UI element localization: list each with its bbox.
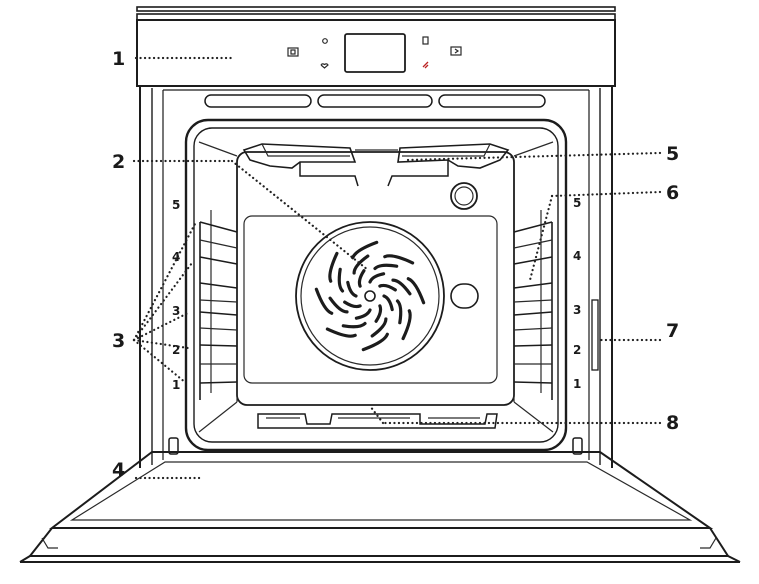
fan-sensor <box>450 283 479 309</box>
callout-5: 5 <box>666 143 679 165</box>
clock-icon <box>322 38 328 44</box>
shelf-level-right: 2 <box>573 343 581 357</box>
fan <box>295 221 479 371</box>
shelf-levels-right: 5 4 3 2 1 <box>573 196 581 391</box>
oven-door <box>19 437 741 563</box>
shelf-level-right: 1 <box>573 377 581 391</box>
callout-numbers: 1 2 3 4 5 6 7 8 <box>112 48 679 481</box>
shelf-levels-left: 5 4 3 2 1 <box>172 198 180 392</box>
fan-blade <box>314 287 334 315</box>
fan-blade <box>391 278 412 296</box>
callout-2: 2 <box>112 151 125 173</box>
fan-blade <box>378 283 397 292</box>
shelf-level-right: 5 <box>573 196 581 210</box>
shelf-level-right: 4 <box>573 249 581 263</box>
fan-blade <box>382 294 394 312</box>
fan-blade <box>373 263 399 271</box>
fan-blade <box>337 267 345 293</box>
shelf-guide-left <box>199 210 238 402</box>
display-screen <box>344 33 406 73</box>
vent-slot <box>204 94 312 108</box>
fan-blade <box>395 299 403 325</box>
upper-heating-element <box>242 143 510 187</box>
fan-blade <box>383 254 415 265</box>
door-icon <box>422 36 429 45</box>
hinge-right <box>572 437 583 455</box>
lower-heating-element <box>257 413 498 429</box>
fan-blade <box>341 321 367 329</box>
hinge-left <box>168 437 179 455</box>
shelf-level-left: 5 <box>172 198 180 212</box>
fan-blade <box>401 309 412 341</box>
fan-blade <box>346 280 358 298</box>
fan-blade <box>351 240 379 260</box>
fan-blade <box>406 277 426 305</box>
shelf-level-left: 3 <box>172 304 180 318</box>
callout-1: 1 <box>112 48 125 70</box>
vent-slot <box>317 94 433 108</box>
fan-blade <box>370 317 388 338</box>
shelf-guide-right <box>513 210 553 402</box>
callout-8: 8 <box>666 412 679 434</box>
fan-blade <box>354 308 372 320</box>
shelf-level-left: 4 <box>172 250 180 264</box>
fan-blade <box>328 296 349 314</box>
fan-blade <box>328 251 339 283</box>
identification-plate <box>591 299 599 371</box>
temperature-icon <box>422 61 429 69</box>
fan-blade <box>361 332 389 352</box>
fan-blade <box>343 300 362 309</box>
fan-blade <box>374 304 383 323</box>
callout-4: 4 <box>112 459 125 481</box>
shelf-level-left: 1 <box>172 378 180 392</box>
leader-lines <box>132 56 662 480</box>
fan-blade <box>357 269 366 288</box>
callout-6: 6 <box>666 182 679 204</box>
left-button-icon <box>287 47 299 57</box>
vent-slot <box>438 94 546 108</box>
callout-3: 3 <box>112 330 125 352</box>
shelf-level-right: 3 <box>573 303 581 317</box>
control-panel <box>136 6 616 87</box>
callout-7: 7 <box>666 320 679 342</box>
lamp <box>450 182 478 210</box>
heart-icon <box>320 63 329 69</box>
fan-blade <box>368 272 386 284</box>
fan-blade <box>352 254 370 275</box>
shelf-level-left: 2 <box>172 343 180 357</box>
oven-frame <box>139 86 613 468</box>
right-button-icon <box>450 46 462 56</box>
fan-blade <box>325 327 357 338</box>
